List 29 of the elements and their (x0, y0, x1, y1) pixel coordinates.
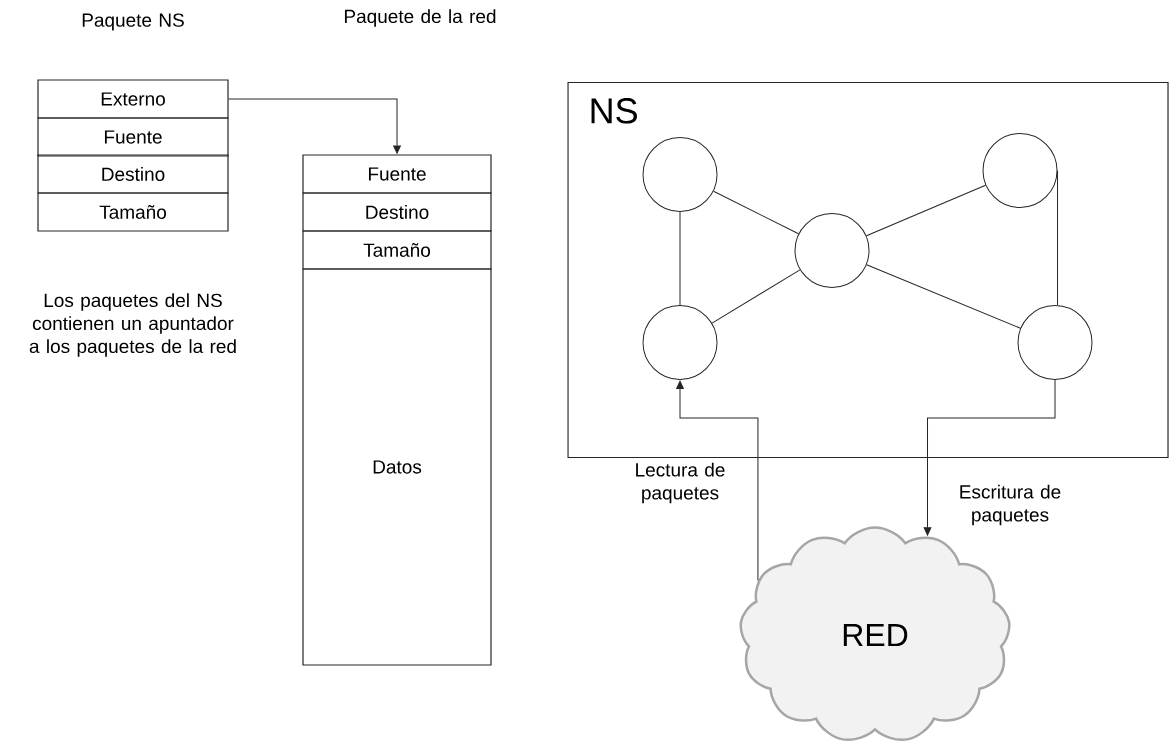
container-box: NS (567, 81, 1169, 459)
circle-node (1017, 305, 1093, 380)
connector-line (679, 211, 681, 306)
circle-node (794, 213, 870, 288)
circle-node (642, 137, 718, 212)
field-cell: Fuente (37, 117, 229, 157)
field-cell: Tamaño (37, 192, 229, 232)
connector-line (711, 269, 801, 324)
field-cell: Fuente (302, 154, 492, 194)
caption-text: Paquete NS (82, 13, 184, 31)
arrow (228, 98, 401, 154)
arrow (676, 380, 759, 581)
field-cell: Externo (37, 79, 229, 119)
caption-text: Paquete de la red (344, 9, 496, 27)
caption-text: Los paquetes del NS contienen un apuntador a los paquetes de la red (29, 293, 236, 357)
network-cloud: RED (739, 526, 1011, 742)
connector-line (866, 264, 1021, 329)
connector-line (866, 184, 986, 237)
field-cell: Destino (37, 154, 229, 194)
field-cell: Destino (302, 192, 492, 232)
edge-label: Escritura de paquetes (960, 484, 1061, 526)
field-cell: Tamaño (302, 230, 492, 270)
connector-line (713, 190, 799, 235)
circle-node (982, 133, 1058, 208)
connector-line (1057, 170, 1058, 306)
circle-node (642, 305, 718, 380)
arrow (923, 379, 1056, 536)
field-cell: Datos (302, 268, 492, 666)
edge-label: Lectura de paquetes (636, 462, 725, 504)
